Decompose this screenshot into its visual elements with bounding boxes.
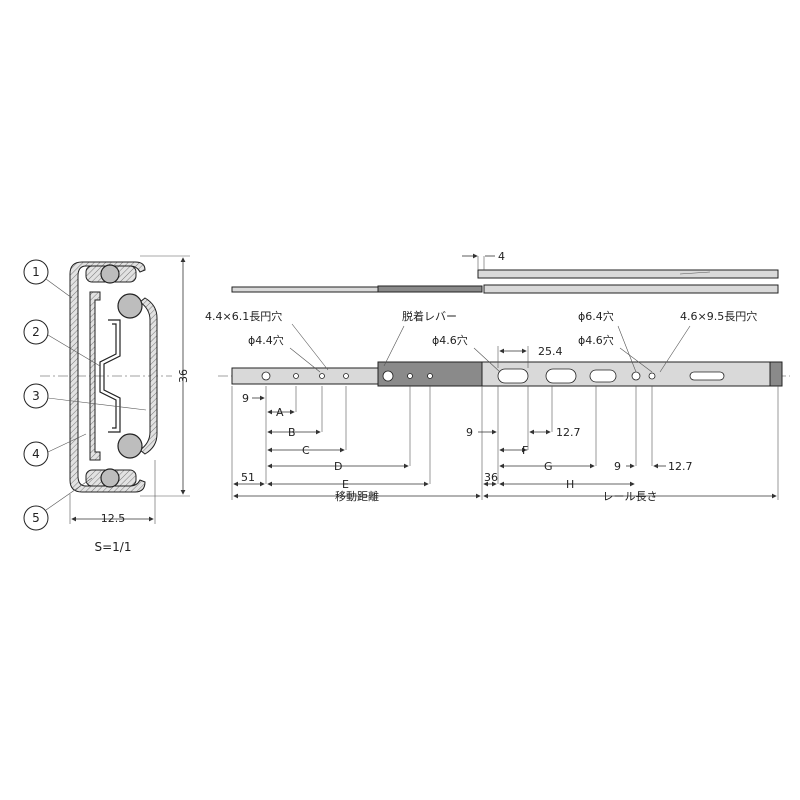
- part-number-2: 2: [32, 325, 40, 339]
- outer-end-cap: [769, 361, 783, 387]
- ball-bottom-inner: [117, 433, 143, 459]
- part-number-3: 3: [32, 389, 40, 403]
- dim-9-right: 9: [614, 460, 621, 473]
- ball-top-outer: [100, 264, 120, 284]
- part-number-4: 4: [32, 447, 40, 461]
- ball-bottom-outer: [100, 468, 120, 488]
- dim-12-7-b: 12.7: [668, 460, 693, 473]
- top-rail-middle: [377, 285, 483, 293]
- hole: [343, 373, 349, 379]
- hole: [293, 373, 299, 379]
- part-callout-1: 1: [23, 259, 73, 299]
- hole: [407, 373, 413, 379]
- top-rail-lower: [483, 284, 779, 294]
- top-view: 4: [231, 250, 779, 294]
- dim-E: E: [342, 478, 349, 491]
- dim-9-mid: 9: [466, 426, 473, 439]
- lever-pin: [382, 370, 394, 382]
- callout-hole-46-a: ϕ4.6穴: [432, 333, 468, 347]
- slot-hole: [589, 369, 617, 383]
- top-rail-upper: [477, 269, 779, 279]
- ball-top-inner: [117, 293, 143, 319]
- outer-member: [481, 361, 779, 387]
- dim-F: F: [522, 444, 528, 457]
- hole: [631, 371, 641, 381]
- callout-slot-hole-left: 4.4×6.1長円穴: [205, 309, 282, 323]
- callout-slot-hole-right: 4.6×9.5長円穴: [680, 309, 757, 323]
- part-number-1: 1: [32, 265, 40, 279]
- dim-H: H: [566, 478, 574, 491]
- middle-rail-left: [89, 291, 101, 461]
- callout-hole-46-b: ϕ4.6穴: [578, 333, 614, 347]
- dim-12-7-a: 12.7: [556, 426, 581, 439]
- outer-rail: [69, 261, 146, 493]
- side-view: 4.4×6.1長円穴 ϕ4.4穴 脱着レバー ϕ4.6穴 ϕ6.4穴 ϕ4.6穴…: [205, 309, 790, 503]
- dim-51: 51: [241, 471, 255, 484]
- cross-section: 1 2 3 4 5 36 12.5: [23, 255, 190, 554]
- part-callout-3: 3: [23, 383, 147, 411]
- dim-B: B: [288, 426, 296, 439]
- dim-travel-distance: 移動距離: [335, 489, 379, 503]
- dim-D: D: [334, 460, 342, 473]
- part-number-5: 5: [32, 511, 40, 525]
- part-callout-5: 5: [23, 477, 93, 531]
- hole: [319, 373, 325, 379]
- dim-25-4: 25.4: [538, 345, 563, 358]
- part-callout-2: 2: [23, 319, 101, 367]
- callout-hole-64: ϕ6.4穴: [578, 309, 614, 323]
- height-dimension: 36: [177, 369, 190, 383]
- scale-label: S=1/1: [95, 540, 132, 554]
- inner-rail-edge: [99, 323, 117, 429]
- dim-G: G: [544, 460, 553, 473]
- dim-rail-length: レール長さ: [603, 490, 658, 503]
- offset-dimension: 4: [498, 250, 505, 263]
- slot-hole: [689, 371, 725, 381]
- slot-hole: [261, 371, 271, 381]
- width-dimension: 12.5: [101, 512, 126, 525]
- callout-release-lever: 脱着レバー: [402, 309, 457, 323]
- inner-rail: [103, 319, 121, 433]
- slot-hole: [497, 368, 529, 384]
- dim-36: 36: [484, 471, 498, 484]
- hole: [427, 373, 433, 379]
- dim-9-left: 9: [242, 392, 249, 405]
- hole: [648, 372, 656, 380]
- dim-A: A: [276, 406, 284, 419]
- callout-hole-44: ϕ4.4穴: [248, 333, 284, 347]
- slot-hole: [545, 368, 577, 384]
- dim-C: C: [302, 444, 310, 457]
- part-callout-4: 4: [23, 433, 87, 467]
